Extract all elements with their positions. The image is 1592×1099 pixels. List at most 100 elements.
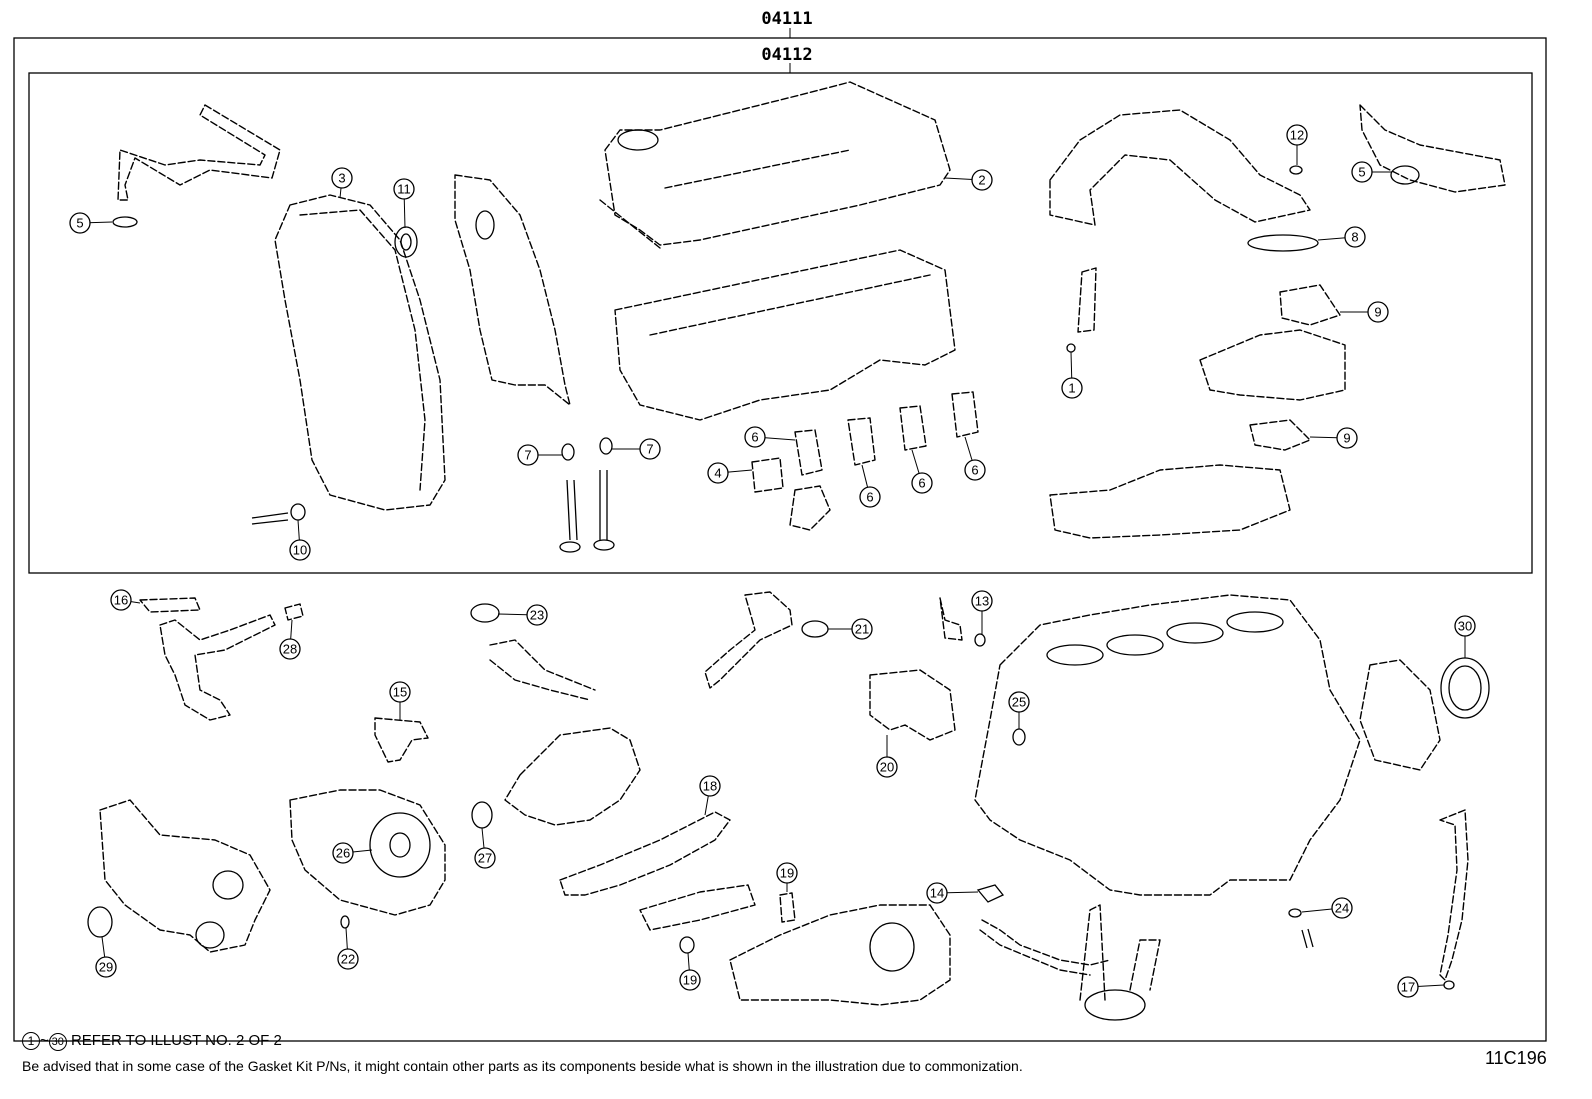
callout-circle <box>393 178 415 200</box>
callout-number: 14 <box>930 886 944 901</box>
callout-circle <box>526 604 548 626</box>
callout-number: 23 <box>530 608 544 623</box>
callout-9[interactable]: 9 <box>1340 301 1389 323</box>
callout-5[interactable]: 5 <box>1351 161 1392 183</box>
callout-circle <box>1454 615 1476 637</box>
callout-12[interactable]: 12 <box>1286 124 1308 165</box>
callout-number: 1 <box>1068 381 1075 396</box>
callout-circle <box>1286 124 1308 146</box>
callout-number: 27 <box>478 851 492 866</box>
callout-19[interactable]: 19 <box>776 862 798 892</box>
callout-circle <box>1367 301 1389 323</box>
callout-6[interactable]: 6 <box>744 426 796 448</box>
callout-11[interactable]: 11 <box>393 178 415 229</box>
callout-number: 20 <box>880 760 894 775</box>
callout-number: 5 <box>76 216 83 231</box>
callout-7[interactable]: 7 <box>517 444 562 466</box>
callout-circle <box>1331 897 1353 919</box>
callout-26[interactable]: 26 <box>332 842 373 864</box>
callout-number: 25 <box>1012 695 1026 710</box>
callout-6[interactable]: 6 <box>911 449 933 494</box>
callout-number: 6 <box>918 476 925 491</box>
callout-4[interactable]: 4 <box>707 462 753 484</box>
callout-circle <box>926 882 948 904</box>
callout-circle <box>876 756 898 778</box>
callout-circle <box>707 462 729 484</box>
callout-number: 30 <box>1458 619 1472 634</box>
callout-25[interactable]: 25 <box>1008 691 1030 729</box>
callout-circle <box>679 969 701 991</box>
callout-14[interactable]: 14 <box>926 882 979 904</box>
callout-number: 7 <box>646 442 653 457</box>
callout-6[interactable]: 6 <box>964 436 986 481</box>
part-number-04111[interactable]: 04111 <box>761 9 812 29</box>
callout-circle <box>1336 427 1358 449</box>
callout-19[interactable]: 19 <box>679 952 701 991</box>
callout-circle <box>1344 226 1366 248</box>
callout-circle <box>1397 976 1419 998</box>
callout-circle <box>859 486 881 508</box>
callout-circle <box>95 956 117 978</box>
callout-circle <box>279 638 301 660</box>
callout-circle <box>289 539 311 561</box>
callout-circle <box>1008 691 1030 713</box>
callout-16[interactable]: 16 <box>110 589 141 611</box>
callout-3[interactable]: 3 <box>331 167 353 199</box>
callout-30[interactable]: 30 <box>1454 615 1476 658</box>
callout-8[interactable]: 8 <box>1317 226 1366 248</box>
callout-circle <box>699 775 721 797</box>
part-number-04112[interactable]: 04112 <box>761 45 812 65</box>
callout-circle <box>911 472 933 494</box>
footnote-text: REFER TO ILLUST NO. 2 OF 2 <box>70 1032 282 1049</box>
callout-number: 16 <box>114 593 128 608</box>
callout-circle <box>964 459 986 481</box>
callout-circle <box>331 167 353 189</box>
callout-circle <box>517 444 539 466</box>
footnote-range-separator: ~ <box>40 1032 49 1049</box>
illustration-code: 11C196 <box>1485 1048 1547 1068</box>
footnote-range-start-circle: 1 <box>22 1032 40 1050</box>
callout-23[interactable]: 23 <box>497 604 548 626</box>
inner-kit-frame <box>28 72 1533 574</box>
callout-number: 10 <box>293 543 307 558</box>
callout-number: 3 <box>338 171 345 186</box>
callout-28[interactable]: 28 <box>279 619 301 660</box>
footnote-line: 1~30 REFER TO ILLUST NO. 2 OF 2 <box>22 1032 282 1051</box>
callout-27[interactable]: 27 <box>474 827 496 869</box>
callout-number: 29 <box>99 960 113 975</box>
callout-21[interactable]: 21 <box>828 618 873 640</box>
footnote-range-end-circle: 30 <box>48 1033 67 1051</box>
callout-2[interactable]: 2 <box>944 169 993 191</box>
callout-number: 21 <box>855 622 869 637</box>
callout-circle <box>1061 377 1083 399</box>
callout-29[interactable]: 29 <box>95 936 117 978</box>
callout-24[interactable]: 24 <box>1301 897 1353 919</box>
callout-5[interactable]: 5 <box>69 212 113 234</box>
callout-number: 2 <box>978 173 985 188</box>
callout-20[interactable]: 20 <box>876 735 898 778</box>
callout-circle <box>971 169 993 191</box>
callout-circle <box>474 847 496 869</box>
callout-circle <box>1351 161 1373 183</box>
callout-9[interactable]: 9 <box>1309 427 1358 449</box>
callout-7[interactable]: 7 <box>612 438 661 460</box>
callout-15[interactable]: 15 <box>389 681 411 720</box>
callout-18[interactable]: 18 <box>699 775 721 816</box>
callout-10[interactable]: 10 <box>289 519 311 561</box>
callout-number: 6 <box>751 430 758 445</box>
callout-number: 7 <box>524 448 531 463</box>
callout-number: 4 <box>714 466 721 481</box>
callout-13[interactable]: 13 <box>971 590 993 635</box>
callout-number: 11 <box>397 182 411 197</box>
callout-1[interactable]: 1 <box>1061 351 1083 399</box>
callout-number: 5 <box>1358 165 1365 180</box>
callout-6[interactable]: 6 <box>859 464 881 508</box>
callout-22[interactable]: 22 <box>337 927 359 970</box>
part-sketches <box>87 81 1506 1021</box>
callout-number: 26 <box>336 846 350 861</box>
callout-number: 19 <box>780 866 794 881</box>
callout-circle <box>110 589 132 611</box>
callout-17[interactable]: 17 <box>1397 976 1445 998</box>
